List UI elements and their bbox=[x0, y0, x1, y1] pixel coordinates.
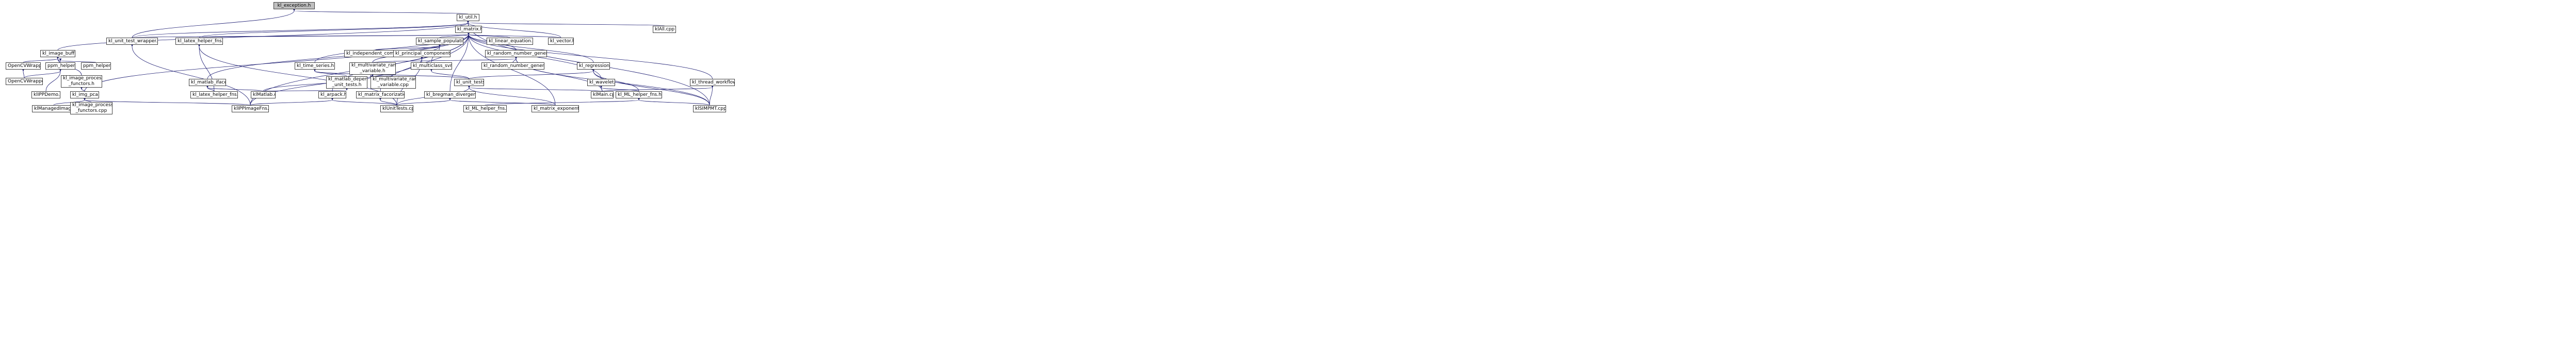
node-kl-ml-helper-fns-cpp[interactable]: kl_ML_helper_fns.cpp bbox=[463, 105, 507, 112]
edge-kl-ml-helper-fns-h-to-kl-wavelet-h bbox=[600, 85, 639, 92]
edge-kl-matrix-exponential-cpp-to-kl-matrix-h bbox=[467, 32, 556, 106]
node-kl-image-buffer-h[interactable]: kl_image_buffer.h bbox=[40, 50, 75, 57]
node-kl-image-processing-functors-cpp[interactable]: kl_image_processing_functors.cpp bbox=[70, 102, 112, 114]
edge-kl-vector-h-to-kl-matrix-h bbox=[467, 32, 561, 38]
node-kl-latex-helper-fns-cpp[interactable]: kl_latex_helper_fns.cpp bbox=[190, 91, 238, 98]
node-kl-matlab-iface-h[interactable]: kl_matlab_iface.h bbox=[189, 79, 226, 86]
edge-kl-regression-h-to-kl-matrix-h bbox=[467, 32, 594, 63]
edge-kl-ml-helper-fns-cpp-to-kl-ml-helper-fns-h bbox=[485, 97, 640, 106]
node-kl-multivariate-random-variable-h[interactable]: kl_multivariate_random_variable.h bbox=[349, 62, 396, 75]
edge-kl-unit-tests-h-to-kl-regression-h bbox=[469, 69, 595, 79]
node-kl-matrix-h[interactable]: kl_matrix.h bbox=[455, 26, 482, 33]
node-klall-cpp[interactable]: klAll.cpp bbox=[653, 26, 676, 33]
node-kl-multiclass-svm-h[interactable]: kl_multiclass_svm.h bbox=[411, 62, 452, 70]
node-kl-multivariate-random-variable-cpp[interactable]: kl_multivariate_random_variable.cpp bbox=[371, 76, 416, 89]
edge-kl-unit-test-wrapper-h-to-kl-exception-h bbox=[132, 8, 296, 38]
node-kl-latex-helper-fns-h[interactable]: kl_latex_helper_fns.h bbox=[175, 38, 223, 45]
node-kl-principal-components-h[interactable]: kl_principal_components.h bbox=[393, 50, 450, 57]
node-kl-exception-h[interactable]: kl_exception.h bbox=[273, 2, 315, 9]
node-klippimagefns-cpp[interactable]: klIPPImageFns.cpp bbox=[232, 105, 269, 112]
edge-klsimpmt-cpp-to-kl-thread-workflow-h bbox=[709, 85, 714, 106]
node-kl-matrix-facorizations-h[interactable]: kl_matrix_facorizations.h bbox=[356, 91, 405, 98]
node-opencvwrapper-h[interactable]: OpenCVWrapper.h bbox=[6, 62, 41, 70]
node-kl-matrix-exponential-cpp[interactable]: kl_matrix_exponential.cpp bbox=[532, 105, 579, 112]
edge-klsimpmt-cpp-to-kl-ml-helper-fns-h bbox=[637, 97, 710, 106]
edge-klunittests-cpp-to-kl-bregman-divergence-h bbox=[396, 97, 452, 106]
edge-kl-unit-test-wrapper-h-to-kl-matrix-h bbox=[132, 32, 471, 38]
node-klunittests-cpp[interactable]: klUnitTests.cpp bbox=[380, 105, 413, 112]
edge-klunittests-cpp-to-kl-arpack-h bbox=[331, 97, 397, 106]
node-klmanagedimaging-cpp[interactable]: klManagedImaging.cpp bbox=[32, 105, 75, 112]
node-klippdemo-cpp[interactable]: klIPPDemo.cpp bbox=[31, 91, 60, 98]
edge-ppm-helper-cpp-to-ppm-helper-h bbox=[59, 58, 96, 63]
edge-kl-sample-population-h-to-kl-matrix-h bbox=[439, 32, 470, 38]
edge-opencvwrapper-cpp-to-opencvwrapper-h bbox=[22, 69, 25, 78]
node-kl-linear-equation-h[interactable]: kl_linear_equation.h bbox=[487, 38, 533, 45]
edge-klippimagefns-cpp-to-kl-unit-test-wrapper-h bbox=[131, 44, 251, 106]
edge-kl-ml-helper-fns-h-to-kl-regression-h bbox=[592, 69, 639, 92]
node-klmain-cpp[interactable]: klMain.cpp bbox=[591, 91, 614, 98]
edge-kl-unit-test-wrapper-h-to-kl-util-h bbox=[132, 20, 470, 38]
edge-opencvwrapper-h-to-kl-image-buffer-h bbox=[23, 56, 59, 63]
edge-klippimagefns-cpp-to-kl-arpack-h bbox=[250, 97, 334, 106]
node-kl-img-pca-h[interactable]: kl_img_pca.h bbox=[70, 91, 99, 98]
node-kl-regression-h[interactable]: kl_regression.h bbox=[577, 62, 610, 70]
node-kl-bregman-divergence-h[interactable]: kl_bregman_divergence.h bbox=[424, 91, 476, 98]
edge-klsimpmt-cpp-to-kl-regression-h bbox=[592, 69, 710, 106]
node-kl-matlab-dependent-unit-tests-h[interactable]: kl_matlab_dependent_unit_tests.h bbox=[326, 76, 367, 89]
edge-klmain-cpp-to-kl-unit-tests-h bbox=[468, 85, 603, 92]
edge-klmatlab-cpp-to-kl-matlab-dependent-unit-tests-h bbox=[263, 88, 349, 92]
edge-kl-img-pca-h-to-kl-matrix-h bbox=[84, 32, 470, 92]
edge-klippimagefns-cpp-to-kl-img-pca-h bbox=[83, 97, 251, 106]
edge-klmain-cpp-to-kl-thread-workflow-h bbox=[602, 85, 714, 92]
node-kl-sample-population-h[interactable]: kl_sample_population.h bbox=[416, 38, 463, 45]
edge-kl-latex-helper-fns-h-to-kl-util-h bbox=[199, 20, 470, 38]
edge-kl-vector-h-to-kl-util-h bbox=[466, 20, 561, 38]
edge-klunittests-cpp-to-kl-matrix-facorizations-h bbox=[379, 97, 397, 106]
edge-kl-matrix-exponential-cpp-to-kl-bregman-divergence-h bbox=[448, 97, 556, 106]
edge-kl-unit-tests-h-to-kl-time-series-h bbox=[313, 69, 470, 79]
edge-kl-multivariate-random-variable-h-to-kl-random-number-generator-h bbox=[372, 56, 518, 63]
node-kl-wavelet-h[interactable]: kl_wavelet.h bbox=[587, 79, 615, 86]
edge-kl-thread-workflow-h-to-kl-matrix-h bbox=[467, 32, 713, 79]
node-kl-random-number-generator-h[interactable]: kl_random_number_generator.h bbox=[485, 50, 547, 57]
edge-kl-linear-equation-h-to-kl-matrix-h bbox=[467, 32, 510, 38]
node-kl-ml-helper-fns-h[interactable]: kl_ML_helper_fns.h bbox=[616, 91, 662, 98]
edge-kl-random-number-generator-cpp-to-kl-random-number-generator-h bbox=[512, 56, 518, 63]
node-opencvwrapper-cpp[interactable]: OpenCVWrapper.cpp bbox=[6, 78, 43, 85]
edge-kl-bregman-divergence-h-to-kl-matrix-h bbox=[449, 32, 470, 92]
edge-opencvwrapper-cpp-to-ppm-helper-h bbox=[24, 69, 62, 78]
node-kl-thread-workflow-h[interactable]: kl_thread_workflow.h bbox=[690, 79, 735, 86]
edge-kl-matrix-exponential-cpp-to-kl-unit-tests-h bbox=[468, 85, 556, 106]
node-kl-util-h[interactable]: kl_util.h bbox=[457, 14, 479, 21]
node-kl-unit-tests-h[interactable]: kl_unit_tests.h bbox=[454, 79, 484, 86]
node-klsimpmt-cpp[interactable]: klSIMPMT.cpp bbox=[693, 105, 726, 112]
node-klmatlab-cpp[interactable]: klMatlab.cpp bbox=[251, 91, 276, 98]
node-kl-vector-h[interactable]: kl_vector.h bbox=[548, 38, 574, 45]
node-kl-arpack-h[interactable]: kl_arpack.h bbox=[318, 91, 346, 98]
edge-klmanagedimaging-cpp-to-kl-img-pca-h bbox=[53, 97, 86, 106]
node-kl-time-series-h[interactable]: kl_time_series.h bbox=[295, 62, 335, 70]
node-kl-random-number-generator-cpp[interactable]: kl_random_number_generator.cpp bbox=[481, 62, 544, 70]
node-ppm-helper-h[interactable]: ppm_helper.h bbox=[45, 62, 75, 70]
edge-kl-unit-tests-h-to-kl-multiclass-svm-h bbox=[430, 69, 470, 79]
node-ppm-helper-cpp[interactable]: ppm_helper.cpp bbox=[81, 62, 111, 70]
edge-kl-util-h-to-kl-exception-h bbox=[293, 8, 469, 14]
edge-kl-matlab-dependent-unit-tests-h-to-kl-time-series-h bbox=[313, 69, 347, 77]
edge-klmatlab-cpp-to-kl-multivariate-random-variable-h bbox=[263, 74, 374, 92]
node-kl-unit-test-wrapper-h[interactable]: kl_unit_test_wrapper.h bbox=[106, 38, 158, 45]
edge-klippdemo-cpp-to-ppm-helper-h bbox=[45, 69, 62, 92]
node-kl-image-processing-functors-h[interactable]: kl_image_processing_functors.h bbox=[61, 75, 102, 88]
edge-klall-cpp-to-kl-util-h bbox=[466, 20, 665, 26]
